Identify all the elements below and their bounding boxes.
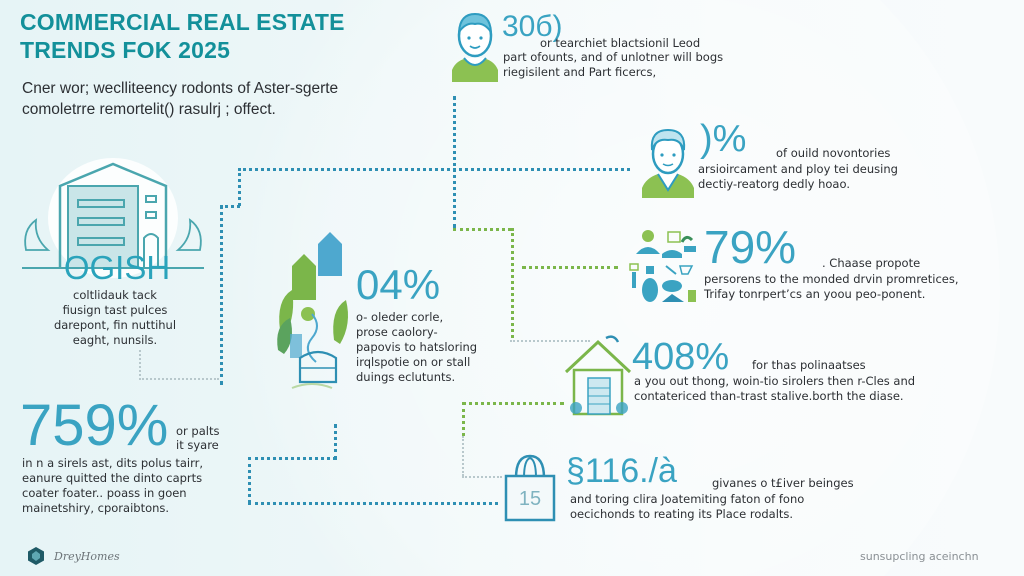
connector-green-house	[462, 402, 564, 405]
footer-source: sunsupcling aceinchn	[860, 550, 979, 563]
connector-bottom-left	[248, 457, 251, 503]
big-stat: 759%	[20, 393, 169, 458]
big-stat-side-line: it syare	[176, 438, 219, 452]
house-icon	[564, 335, 632, 416]
connector-green-top	[453, 228, 511, 231]
connector-center-vertical	[453, 96, 456, 228]
people-group-desc-line-1: . Chaase propote	[822, 256, 921, 270]
building-desc-line: fiusign tast pulces	[62, 303, 168, 317]
person-mid-stat: )%	[700, 118, 747, 160]
plants-desc-line: duings eclutunts.	[356, 370, 456, 384]
connector-bottom-step	[248, 457, 336, 460]
person-top-stat: 30б)	[502, 10, 563, 43]
shopping-desc-line-1: givanes o t£iver beinges	[712, 476, 854, 490]
subtitle-line-2: comoletrre remortelit() rasulrj ; offect…	[22, 101, 276, 118]
person-top-desc-line-1: or tearchiet blactsionil Leod	[540, 36, 701, 50]
connector-bottom-drop	[334, 424, 337, 460]
big-stat-side-text: or palts it syare	[176, 424, 256, 452]
person-mid-desc-line-1: of ouild novontories	[776, 146, 891, 160]
connector-grey-building	[139, 350, 141, 380]
page-subtitle: Cner wor; weclliteency rodonts of Aster-…	[22, 78, 422, 120]
shopping-desc-line: and toring clira Joatemiting faton of fo…	[570, 492, 805, 506]
house-desc-line: contatericed than-trast stalive.borth th…	[634, 389, 904, 403]
connector-green-house-drop	[462, 402, 465, 436]
person-mid-desc-line: arsioircament and ploy tei deusing	[698, 162, 898, 176]
connector-grey-building-h	[139, 378, 219, 380]
big-stat-desc-line: mainetshiry, cporaibtons.	[22, 501, 170, 515]
title-line-1: COMMERCIAL REAL ESTATE	[20, 9, 345, 35]
office-building-icon	[22, 162, 204, 269]
plants-desc-line: irqlspotie on or stall	[356, 355, 471, 369]
building-desc-line: coltlidauk tack	[73, 288, 157, 302]
page-title: COMMERCIAL REAL ESTATE TRENDS FOK 2025	[20, 8, 440, 64]
plants-desc-line: o- oleder corle,	[356, 310, 444, 324]
plants-stat: 04%	[356, 261, 441, 308]
big-stat-desc-line: eanure quitted the dinto caprts	[22, 471, 203, 485]
green-buildings-plants-icon	[277, 232, 348, 389]
big-stat-desc-line: coater foater.. poass in goen	[22, 486, 187, 500]
house-desc-line-1: for thas polinaatses	[752, 358, 866, 372]
people-group-description: persorens to the monded drvin promretice…	[704, 272, 1024, 302]
people-group-stat: 79%	[704, 221, 797, 273]
big-stat-side-line: or palts	[176, 424, 220, 438]
subtitle-line-1: Cner wor; weclliteency rodonts of Aster-…	[22, 80, 339, 97]
connector-left-drop	[238, 168, 241, 206]
building-description: coltlidauk tack fiusign tast pulces dare…	[30, 288, 200, 348]
plants-description: o- oleder corle, prose caolory- papovis …	[356, 310, 496, 385]
connector-grey-house	[510, 340, 590, 342]
plants-desc-line: prose caolory-	[356, 325, 438, 339]
connector-bottom-to-bag	[248, 502, 498, 505]
shopping-description: and toring clira Joatemiting faton of fo…	[570, 492, 910, 522]
big-stat-description: in n a sirels ast, dits polus tairr, ean…	[22, 456, 252, 516]
footer-logo: DreyHomes	[26, 546, 120, 566]
house-description: a you out thong, woin-tio sirolers then …	[634, 374, 1004, 404]
shopping-bag-icon: 15	[502, 452, 558, 524]
connector-green-people	[522, 266, 618, 269]
footer-logo-text: DreyHomes	[54, 549, 120, 563]
connector-green-vertical	[511, 228, 514, 338]
connector-grey-drop	[462, 436, 464, 476]
shopping-stat: §116./à	[566, 452, 677, 490]
connector-horizontal-main	[238, 168, 630, 171]
person-top-desc-line: part ofounts, and of unlotner will bogs	[503, 50, 724, 64]
house-desc-line: a you out thong, woin-tio sirolers then …	[634, 374, 916, 388]
connector-left-vertical	[220, 205, 223, 385]
building-stat: OGISH	[63, 249, 171, 286]
big-stat-desc-line: in n a sirels ast, dits polus tairr,	[22, 456, 204, 470]
people-group-desc-line: Trifay tonrpert’cs an yoou peo-ponent.	[704, 287, 926, 301]
shopping-bag-label: 15	[518, 488, 542, 510]
person-mid-description: arsioircament and ploy tei deusing decti…	[698, 162, 1018, 192]
people-group-desc-line: persorens to the monded drvin promretice…	[704, 272, 959, 286]
shopping-desc-line: oecichonds to reating its Place rodalts.	[570, 507, 794, 521]
connector-grey-bag	[462, 476, 502, 478]
building-illustration	[18, 158, 208, 278]
title-line-2: TRENDS FOK 2025	[20, 37, 231, 63]
person-top-description: part ofounts, and of unlotner will bogs …	[503, 50, 843, 80]
building-desc-line: darepont, fin nuttihul	[53, 318, 177, 332]
person-mid-desc-line: dectiy-reatorg dedly hoao.	[698, 177, 850, 191]
plants-desc-line: papovis to hatsloring	[356, 340, 478, 354]
people-group-icon	[629, 230, 696, 302]
person-avatar-icon	[452, 12, 498, 82]
businessman-avatar-icon	[642, 128, 694, 198]
person-top-desc-line: riegisilent and Part ficercs,	[503, 65, 657, 79]
building-desc-line: eaght, nunsils.	[72, 333, 158, 347]
connector-left-step	[220, 205, 240, 208]
hexagon-logo-icon	[28, 547, 44, 565]
house-stat: 408%	[632, 336, 730, 378]
